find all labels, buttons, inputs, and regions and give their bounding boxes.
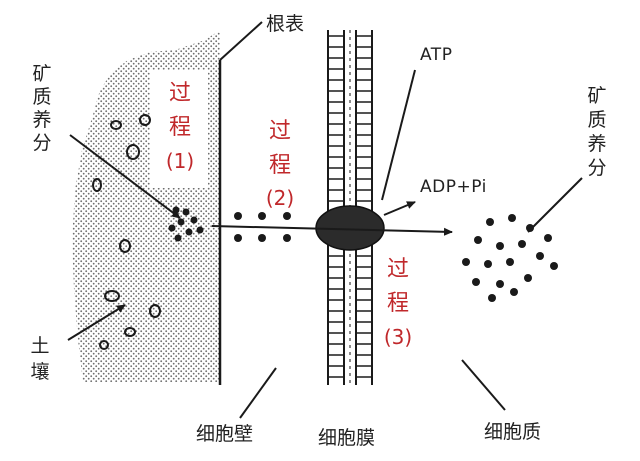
soil-particle	[119, 239, 131, 253]
nutrient-dot	[472, 278, 480, 286]
process-3-label: 过 程 (3)	[384, 257, 412, 349]
nutrient-dot	[190, 216, 198, 224]
process-3-char: 程	[387, 291, 409, 316]
soil-char: 壤	[30, 361, 49, 383]
nutrient-dot	[258, 212, 266, 220]
cell-wall-leader	[239, 367, 277, 419]
soil-char: 土	[30, 335, 49, 357]
process-1-label: 过 程 (1)	[166, 81, 194, 173]
atp-leader	[381, 69, 416, 201]
nutrient-dot	[283, 234, 291, 242]
process-1-backdrop	[150, 70, 208, 188]
nutrient-dot	[283, 212, 291, 220]
nutrient-dot	[185, 228, 193, 236]
nutrient-dot	[496, 280, 504, 288]
adp-pi-label: ADP+Pi	[420, 177, 487, 197]
nutrient-dot	[496, 242, 504, 250]
process-2-char: 过	[269, 119, 291, 144]
process-1-number: (1)	[166, 149, 194, 173]
nutrient-dot	[474, 236, 482, 244]
cytoplasm-label: 细胞质	[484, 421, 541, 443]
root-surface-leader	[219, 21, 263, 61]
nutrient-dot	[506, 258, 514, 266]
soil-particle	[92, 178, 102, 192]
nutrient-dot	[258, 234, 266, 242]
nutrient-dot	[234, 234, 242, 242]
nutrient-dot	[518, 240, 526, 248]
soil-particles	[92, 114, 161, 350]
mineral-right-char: 分	[587, 157, 606, 179]
soil-label: 土 壤	[30, 335, 49, 383]
nutrient-dot	[174, 234, 182, 242]
mineral-label-left: 矿 质 养 分	[32, 63, 51, 154]
soil-particle	[99, 340, 109, 350]
transport-arrow	[211, 225, 453, 236]
nutrient-dot	[484, 260, 492, 268]
adp-arrow	[383, 201, 416, 216]
nutrient-dot	[508, 214, 516, 222]
mineral-left-char: 矿	[32, 63, 51, 85]
soil-arrow	[67, 304, 126, 341]
nutrient-dot	[544, 234, 552, 242]
mineral-right-char: 矿	[587, 85, 606, 107]
nutrient-dot	[234, 212, 242, 220]
nutrient-dot	[168, 224, 176, 232]
mineral-left-char: 分	[32, 132, 51, 154]
cell-wall-label: 细胞壁	[196, 423, 253, 445]
process-3-number: (3)	[384, 325, 412, 349]
nutrient-dot	[524, 274, 532, 282]
soil-particle	[139, 114, 151, 126]
nutrient-dot	[488, 294, 496, 302]
nutrient-dot	[486, 218, 494, 226]
process-1-char: 程	[169, 115, 191, 140]
mineral-arrow	[69, 134, 181, 219]
mineral-left-char: 质	[32, 86, 51, 108]
soil-particle	[110, 120, 122, 130]
nutrient-dot	[536, 252, 544, 260]
soil-particle	[124, 327, 136, 337]
nutrient-dot	[182, 208, 190, 216]
mineral-right-char: 质	[587, 109, 606, 131]
root-surface-label: 根表	[266, 13, 304, 35]
cell-membrane-label: 细胞膜	[318, 427, 375, 449]
nutrient-dot	[510, 288, 518, 296]
process-2-char: 程	[269, 153, 291, 178]
nutrient-dot	[526, 224, 534, 232]
process-1-char: 过	[169, 81, 191, 106]
mineral-right-leader	[527, 177, 583, 233]
soil-particle	[104, 290, 120, 302]
mineral-label-right: 矿 质 养 分	[587, 85, 606, 179]
nutrient-dots-cytoplasm	[462, 214, 558, 302]
process-3-char: 过	[387, 257, 409, 282]
nutrient-dot	[462, 258, 470, 266]
soil-particle	[149, 304, 161, 318]
nutrient-dot	[177, 218, 185, 226]
process-2-label: 过 程 (2)	[266, 119, 294, 210]
atp-label: ATP	[420, 45, 452, 65]
nutrient-dots-wall	[234, 212, 291, 242]
mineral-right-char: 养	[587, 133, 606, 155]
mineral-left-char: 养	[32, 109, 51, 131]
nutrient-dot	[196, 226, 204, 234]
nutrient-dot	[550, 262, 558, 270]
soil-particle	[126, 144, 140, 160]
process-2-number: (2)	[266, 186, 294, 210]
cytoplasm-leader	[461, 359, 506, 411]
